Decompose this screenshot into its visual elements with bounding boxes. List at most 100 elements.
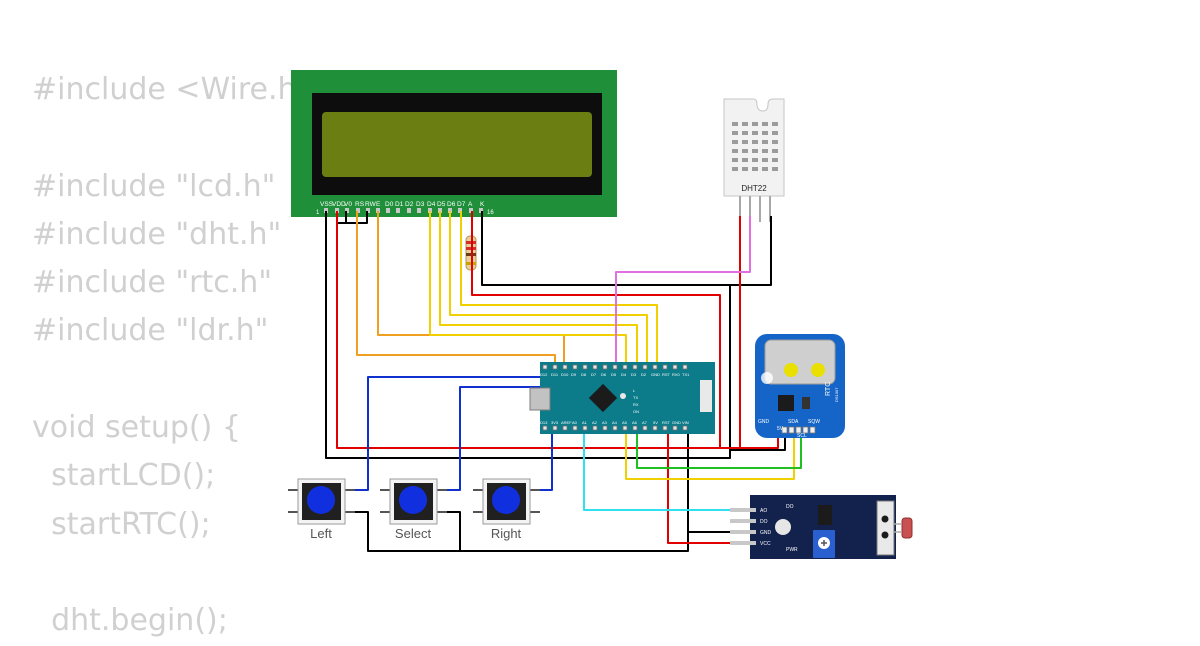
wire-green: [636, 428, 802, 469]
ldr-pin-label: VCC: [760, 541, 771, 547]
pushbutton-select[interactable]: Select: [380, 478, 447, 541]
wire-yellow: [439, 211, 638, 367]
button-label: Left: [310, 526, 332, 541]
code-line: #include "lcd.h": [32, 168, 276, 204]
wire-cyan: [583, 428, 755, 511]
nano-top-pin-labels: D12 D11 D10 D9 D8 D7 D6 D5 D4 D3 D2 GND …: [540, 372, 690, 377]
photoresistor: [901, 517, 913, 539]
lcd-pin-label: D0: [385, 201, 394, 208]
wire-yellow: [625, 428, 795, 480]
nano-pin-label: RST: [662, 420, 671, 425]
wire-yellow: [429, 211, 627, 367]
pushbutton-left[interactable]: Left: [288, 478, 355, 541]
wire-yellow: [449, 211, 648, 367]
nano-pin-label: D3: [631, 372, 637, 377]
nano-pin-label: A2: [592, 420, 598, 425]
nano-bottom-pins: [542, 425, 688, 431]
button-label: Right: [491, 526, 522, 541]
rtc-pin-label: SDA: [788, 419, 799, 425]
code-line: #include "rtc.h": [32, 265, 273, 301]
lcd-pin-label: K: [480, 201, 485, 208]
rtc-pin-header: [781, 426, 816, 434]
arduino-nano[interactable]: D12 D11 D10 D9 D8 D7 D6 D5 D4 D3 D2 GND …: [529, 362, 715, 434]
nano-pin-label: D5: [611, 372, 617, 377]
nano-pin-label: A1: [582, 420, 588, 425]
lcd-pin-label: RS: [355, 201, 365, 208]
rtc-module[interactable]: RTC DS1307 GND 5V SDA SCL SQW: [755, 334, 845, 439]
lcd-pin-labels: VSS VDD V0 RS RW E D0 D1 D2 D3 D4 D5 D6 …: [316, 201, 494, 216]
pushbutton-right[interactable]: Right: [473, 478, 540, 541]
rtc-label: RTC: [825, 382, 832, 396]
lcd-pin-label: D7: [457, 201, 466, 208]
nano-pin-label: 3V3: [551, 420, 559, 425]
code-line: startRTC();: [32, 506, 211, 542]
ldr-pin-label: DO: [760, 519, 768, 525]
lcd-pin-label: D2: [405, 201, 414, 208]
nano-pin-label: TX1: [682, 372, 690, 377]
rtc-chip-label: DS1307: [834, 387, 839, 402]
rtc-chip: [778, 395, 794, 411]
ldr-led-label: DO: [786, 504, 794, 510]
nano-top-pins: [542, 364, 688, 370]
button-cap: [307, 486, 335, 514]
battery-holder: [764, 339, 836, 385]
nano-pin-label: 5V: [653, 420, 658, 425]
wire-yellow: [460, 211, 658, 367]
icsp-header: [700, 380, 712, 412]
dht22-legs: [739, 196, 771, 222]
wire-black: [355, 511, 689, 552]
nano-pin-label: A4: [612, 420, 618, 425]
nano-pin-label: D10: [561, 372, 569, 377]
lcd-pin-header: [324, 208, 483, 213]
wire-black: [325, 211, 772, 459]
nano-pin-label: RST: [662, 372, 671, 377]
wire-black: [346, 211, 368, 224]
ldr-module[interactable]: AO DO GND VCC PWR DO: [730, 495, 913, 559]
lcd-display[interactable]: VSS VDD V0 RS RW E D0 D1 D2 D3 D4 D5 D6 …: [291, 70, 617, 217]
rtc-pin-labels: GND 5V SDA SCL SQW: [758, 419, 820, 439]
circuit-diagram: VSS VDD V0 RS RW E D0 D1 D2 D3 D4 D5 D6 …: [288, 70, 913, 559]
adafruit-logo-icon: [761, 372, 773, 384]
nano-pin-label: A0: [572, 420, 578, 425]
nano-pin-label: D9: [571, 372, 577, 377]
microcontroller-chip: [588, 383, 618, 413]
nano-pin-label: A5: [622, 420, 628, 425]
nano-pin-label: VIN: [682, 420, 689, 425]
lcd-pin-number: 16: [487, 210, 494, 216]
reset-button: [620, 393, 626, 399]
code-line: void setup() {: [32, 410, 241, 446]
wire-black: [440, 511, 461, 551]
terminal-block: [876, 500, 895, 556]
dht22-label: DHT22: [741, 184, 767, 193]
ldr-led-label: PWR: [786, 547, 798, 553]
lcd-pin-label: E: [376, 201, 381, 208]
nano-pin-label: A3: [602, 420, 608, 425]
button-cap: [399, 486, 427, 514]
nano-pin-label: D2: [641, 372, 647, 377]
lcd-pin-number: 1: [316, 210, 320, 216]
lcd-pin-label: RW: [365, 201, 377, 208]
wire-red: [667, 428, 755, 544]
dht22-sensor[interactable]: DHT22: [723, 98, 785, 222]
ldr-pin-labels: AO DO GND VCC PWR DO: [760, 504, 798, 553]
dht22-vent-grid: [732, 122, 778, 171]
led-label: ON: [633, 409, 639, 414]
wire-red: [336, 211, 721, 449]
rtc-pin-label: SCL: [797, 433, 807, 439]
nano-pin-label: D6: [601, 372, 607, 377]
nano-pin-label: A6: [632, 420, 638, 425]
lcd-pin-label: V0: [344, 201, 352, 208]
led-label: TX: [633, 395, 638, 400]
lcd-pin-label: D6: [447, 201, 456, 208]
button-cap: [492, 486, 520, 514]
lcd-pin-label: D3: [416, 201, 425, 208]
ldr-pin-label: GND: [760, 530, 772, 536]
nano-led-labels: L TX RX ON: [633, 388, 639, 414]
lcd-pin-label: D5: [437, 201, 446, 208]
nano-bottom-pin-labels: D13 3V3 AREF A0 A1 A2 A3 A4 A5 A6 A7 5V …: [540, 420, 689, 425]
button-label: Select: [395, 526, 432, 541]
nano-pin-label: A7: [642, 420, 648, 425]
nano-pin-label: D13: [540, 420, 548, 425]
nano-pin-label: D8: [581, 372, 587, 377]
wires: [325, 211, 802, 552]
